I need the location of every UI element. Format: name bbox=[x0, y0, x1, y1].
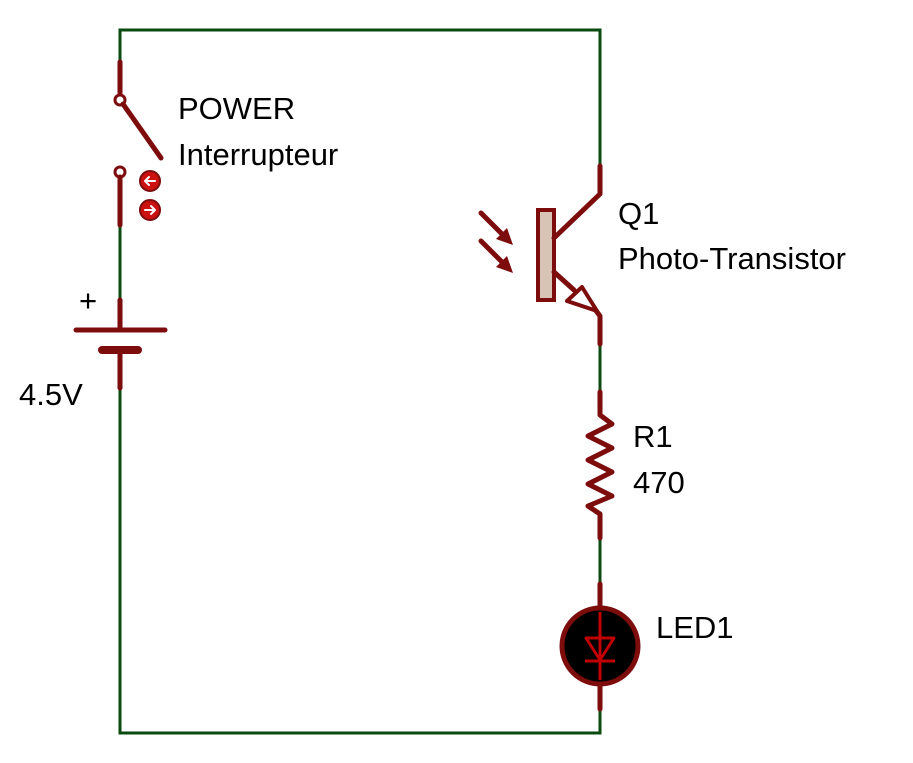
photo-transistor bbox=[478, 163, 603, 347]
led-name-label: LED1 bbox=[656, 610, 734, 645]
resistor-zigzag bbox=[585, 389, 615, 541]
switch-type-label: Interrupteur bbox=[178, 137, 338, 172]
pin-left-icon[interactable] bbox=[139, 170, 161, 192]
resistor-name-label: R1 bbox=[633, 419, 673, 454]
transistor-base-bar bbox=[536, 208, 556, 302]
transistor-collector bbox=[551, 163, 603, 241]
transistor-type-label: Photo-Transistor bbox=[618, 241, 846, 276]
pin-right-icon[interactable] bbox=[139, 199, 161, 221]
transistor-name-label: Q1 bbox=[618, 196, 659, 231]
switch-lever bbox=[120, 101, 164, 161]
led bbox=[559, 581, 641, 712]
resistor bbox=[585, 389, 615, 541]
battery bbox=[73, 297, 168, 391]
power-switch[interactable] bbox=[113, 59, 164, 228]
light-arrows-icon bbox=[478, 210, 513, 273]
battery-value-label: 4.5V bbox=[19, 377, 83, 412]
battery-plus-label: + bbox=[79, 283, 97, 318]
resistor-value-label: 470 bbox=[633, 465, 685, 500]
emitter-arrow-icon bbox=[565, 285, 599, 313]
wires bbox=[118, 28, 602, 735]
switch-name-label: POWER bbox=[178, 91, 295, 126]
